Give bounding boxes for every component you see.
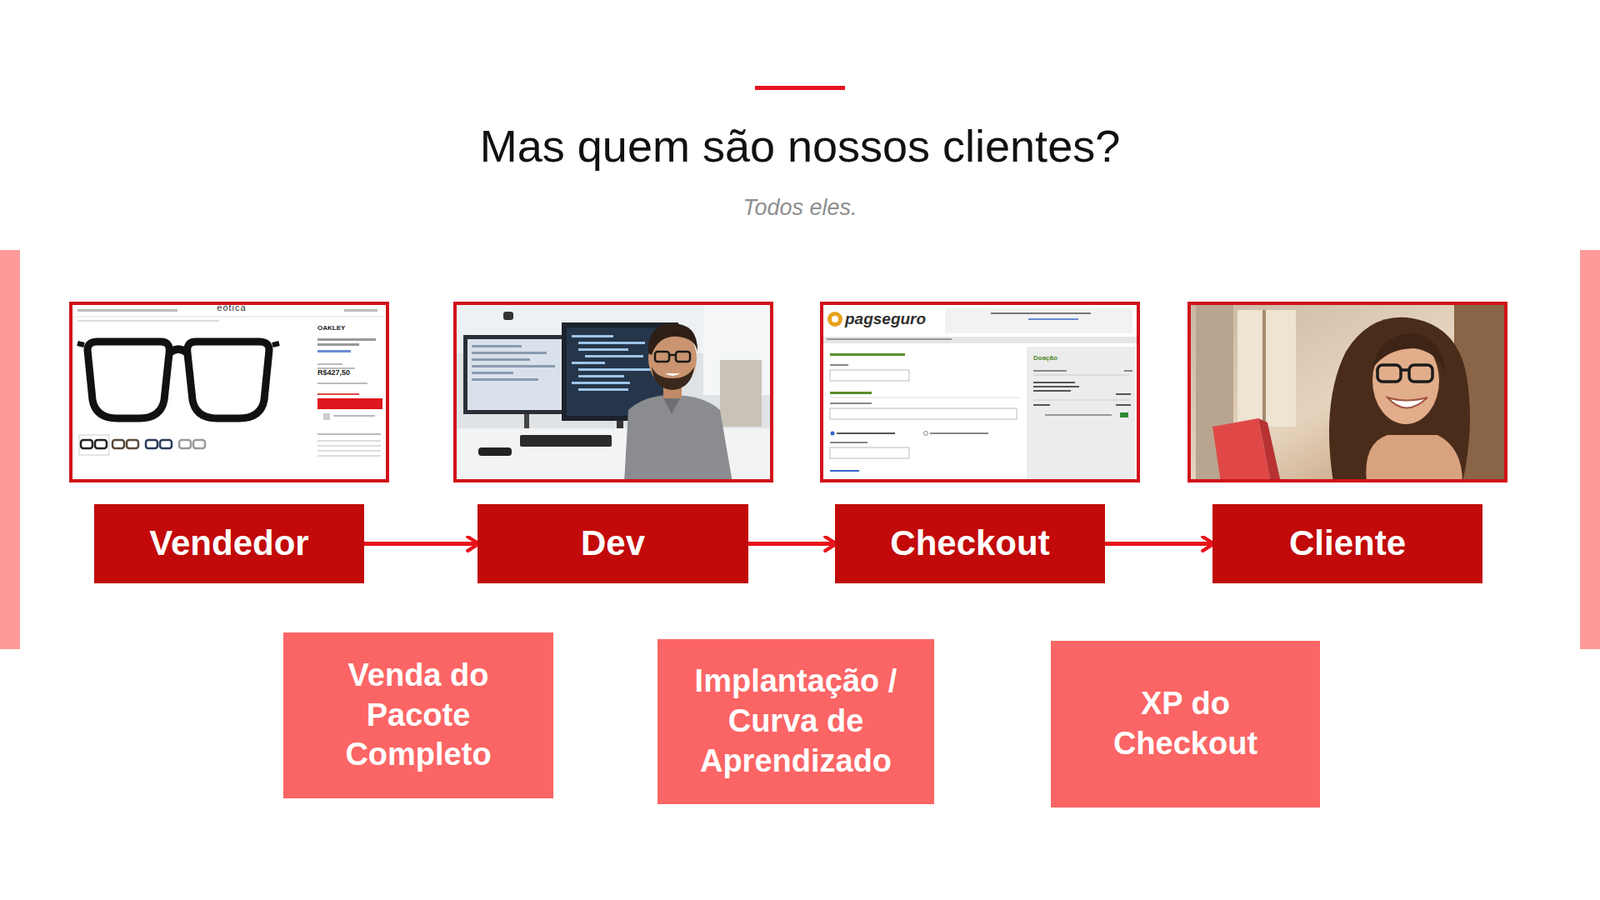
stage-label: Dev [580,522,645,565]
stage-label: Vendedor [149,522,309,565]
logo-text: eótica [208,302,255,314]
flow-arrow [748,541,835,546]
stage-box: Dev [477,504,749,584]
logo-text: pagseguro [845,310,926,329]
panel-heading: Doação [1033,354,1058,363]
note-text: Implantação / Curva de Aprendizado [670,661,921,782]
accent-line [755,85,845,90]
note-box: Implantação / Curva de Aprendizado [657,639,935,805]
subtitle: Todos eles. [0,193,1600,222]
developer-photo [453,301,774,483]
checkout-screenshot [820,301,1140,483]
stage-box: Checkout [835,504,1105,584]
stage-label: Cliente [1289,522,1406,565]
slide-title: Mas quem são nossos clientes? [0,116,1600,175]
side-bar [0,250,20,650]
side-bar [1580,250,1600,650]
note-text: Venda do Pacote Completo [305,655,531,776]
note-box: XP do Checkout [1050,640,1320,808]
note-text: XP do Checkout [1090,684,1282,765]
note-box: Venda do Pacote Completo [283,632,554,799]
customer-photo [1187,301,1508,483]
stage-box: Vendedor [94,504,365,584]
stage-box: Cliente [1212,504,1483,584]
flow-arrow [364,541,478,546]
stage-label: Checkout [890,522,1050,565]
flow-arrow [1105,541,1213,546]
price-text: R$427,50 [317,368,350,378]
product-name: OAKLEY [317,324,345,333]
